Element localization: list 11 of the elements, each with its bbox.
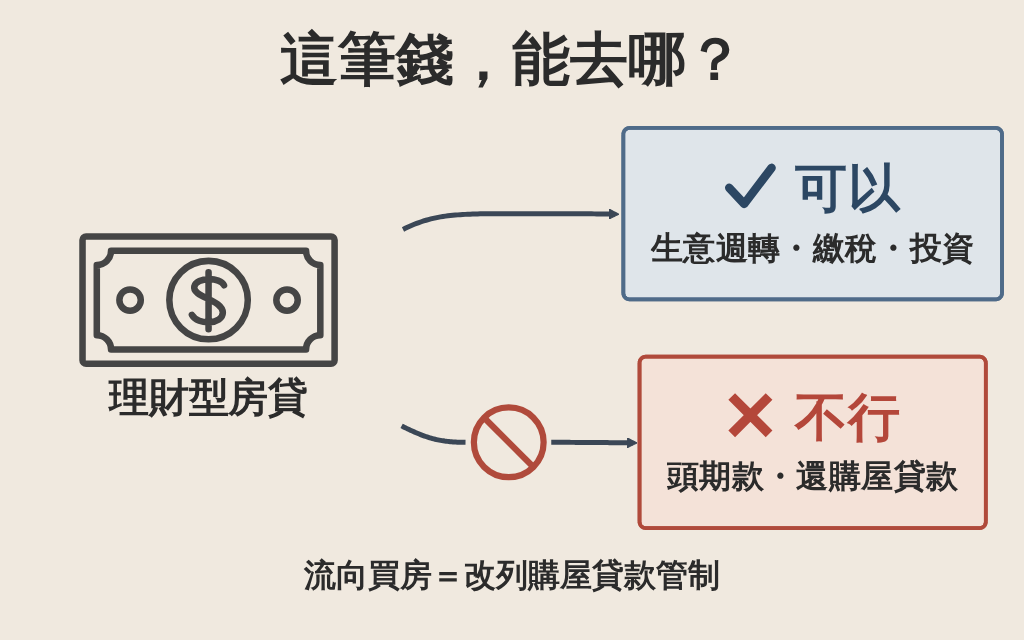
box-text: 頭期款・還購屋貸款 [666, 456, 958, 497]
box-heading: 可以 [794, 156, 900, 221]
prohibition-icon [470, 404, 547, 481]
box-text: 生意週轉・繳稅・投資 [650, 227, 975, 268]
connector-line [399, 423, 467, 445]
arrow [549, 437, 638, 449]
box-heading: 不行 [794, 385, 900, 450]
arrow [401, 208, 619, 232]
caption: 流向買房＝改列購屋貸款管制 [304, 556, 720, 595]
title: 這筆錢，能去哪？ [280, 26, 744, 93]
node-label: 理財型房貸 [108, 372, 308, 423]
